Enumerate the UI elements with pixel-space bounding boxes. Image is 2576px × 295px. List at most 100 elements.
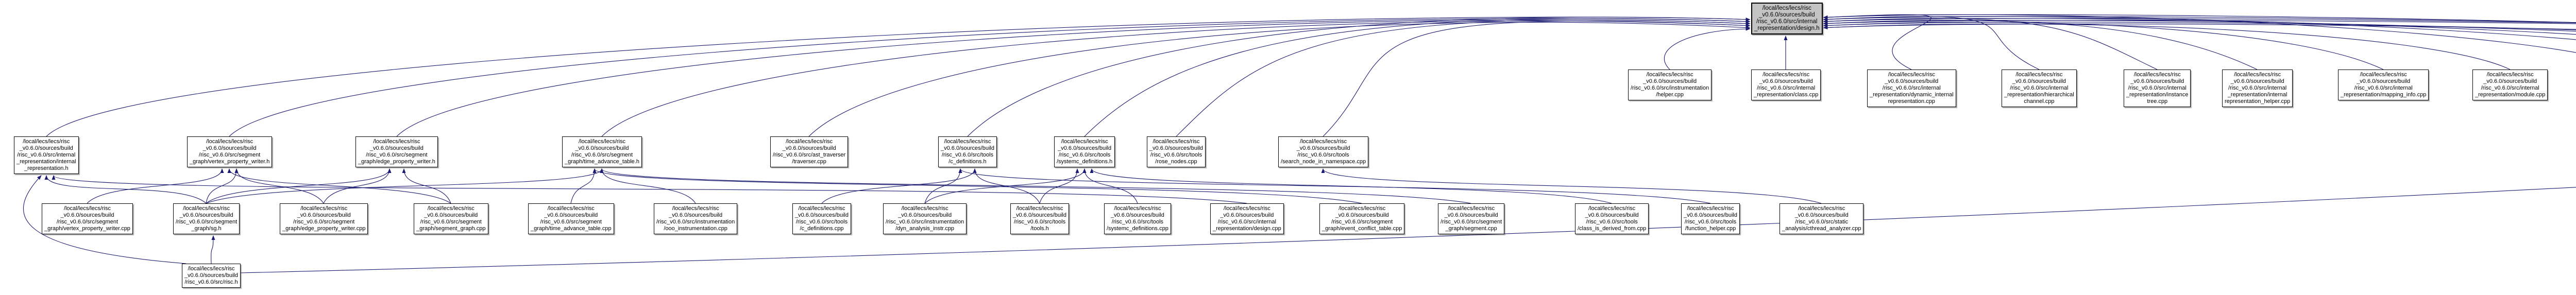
graph-node-hier-channel-cpp[interactable]: /local/lecs/lecs/risc_v0.6.0/sources/bui… [2002, 70, 2077, 107]
graph-node-sysc-def-cpp[interactable]: /local/lecs/lecs/risc_v0.6.0/sources/bui… [1104, 203, 1171, 234]
graph-node-class-deriv-cpp[interactable]: /local/lecs/lecs/risc_v0.6.0/sources/bui… [1575, 203, 1649, 234]
graph-node-label-line: /risc_v0.6.0/src/instrumentation [886, 219, 964, 225]
graph-node-sg-h[interactable]: /local/lecs/lecs/risc_v0.6.0/sources/bui… [173, 203, 240, 234]
graph-node-label-line: _v0.6.0/sources/build [1149, 145, 1203, 151]
graph-node-label-line: /local/lecs/lecs/risc [1646, 72, 1693, 78]
graph-node-vpw-cpp[interactable]: /local/lecs/lecs/risc_v0.6.0/sources/bui… [42, 203, 133, 234]
include-edge [44, 175, 207, 204]
include-edge [52, 175, 1247, 204]
graph-node-label-line: /risc_v0.6.0/src/segment [1331, 219, 1393, 225]
graph-node-label-line: /risc_v0.6.0/src/segment [199, 152, 261, 158]
graph-node-ir-helper-cpp[interactable]: /local/lecs/lecs/risc_v0.6.0/sources/bui… [2222, 70, 2293, 107]
graph-node-label-line: /class_is_derived_from.cpp [1578, 225, 1647, 232]
graph-node-rose-nodes-cpp[interactable]: /local/lecs/lecs/risc_v0.6.0/sources/bui… [1147, 136, 1206, 167]
graph-node-tools-h[interactable]: /local/lecs/lecs/risc_v0.6.0/sources/bui… [1010, 203, 1069, 234]
graph-node-cthread-cpp[interactable]: /local/lecs/lecs/risc_v0.6.0/sources/bui… [1780, 203, 1864, 234]
graph-node-label-line: /local/lecs/lecs/risc [2360, 72, 2407, 78]
graph-node-label-line: _v0.6.0/sources/build [1758, 12, 1815, 18]
graph-node-label-line: _v0.6.0/sources/build [202, 145, 257, 151]
graph-node-label-line: /local/lecs/lecs/risc [206, 138, 253, 145]
graph-node-label-line: _graph/edge_property_writer.h [358, 159, 435, 165]
graph-node-epw-cpp[interactable]: /local/lecs/lecs/risc_v0.6.0/sources/bui… [280, 203, 368, 234]
graph-node-module-cpp[interactable]: /local/lecs/lecs/risc_v0.6.0/sources/bui… [2472, 70, 2548, 100]
graph-node-label-line: _v0.6.0/sources/build [2483, 78, 2537, 84]
graph-node-label-line: /tools.h [1030, 225, 1049, 232]
graph-node-ooo-instr-cpp[interactable]: /local/lecs/lecs/risc_v0.6.0/sources/bui… [654, 203, 738, 234]
graph-node-label-line: _v0.6.0/sources/build [369, 145, 423, 151]
graph-node-search-node-cpp[interactable]: /local/lecs/lecs/risc_v0.6.0/sources/bui… [1278, 136, 1369, 167]
graph-node-label-line: _graph/segment.cpp [1445, 225, 1497, 232]
graph-node-label-line: /local/lecs/lecs/risc [2015, 72, 2063, 78]
graph-node-label-line: _representation/internal [2227, 92, 2287, 98]
graph-node-tat-h[interactable]: /local/lecs/lecs/risc_v0.6.0/sources/bui… [562, 136, 642, 167]
include-edge [46, 16, 1751, 137]
graph-node-label-line: representation.cpp [1888, 98, 1935, 105]
graph-node-class-cpp[interactable]: /local/lecs/lecs/risc_v0.6.0/sources/bui… [1751, 70, 1821, 100]
include-edge [1823, 18, 2576, 24]
graph-node-label-line: /risc_v0.6.0/src/segment [366, 152, 428, 158]
graph-node-label-line: /local/lecs/lecs/risc [578, 138, 626, 145]
graph-node-event-ct-cpp[interactable]: /local/lecs/lecs/risc_v0.6.0/sources/bui… [1319, 203, 1405, 234]
graph-node-label-line: /risc_v0.6.0/src/tools [1297, 152, 1349, 158]
graph-node-design-cpp[interactable]: /local/lecs/lecs/risc_v0.6.0/sources/bui… [1210, 203, 1284, 234]
graph-node-mapping-info-cpp[interactable]: /local/lecs/lecs/risc_v0.6.0/sources/bui… [2338, 70, 2429, 100]
graph-node-risc-h[interactable]: /local/lecs/lecs/risc_v0.6.0/sources/bui… [182, 264, 241, 288]
graph-node-helper-cpp[interactable]: /local/lecs/lecs/risc_v0.6.0/sources/bui… [1628, 70, 1712, 100]
graph-node-seg-graph-cpp[interactable]: /local/lecs/lecs/risc_v0.6.0/sources/bui… [414, 203, 488, 234]
graph-node-label-line: /local/lecs/lecs/risc [2486, 72, 2534, 78]
include-edge [1823, 20, 2258, 70]
graph-node-label-line: _graph/sg.h [191, 225, 222, 232]
graph-node-label-line: _v0.6.0/sources/build [1058, 145, 1112, 151]
graph-node-label-line: /local/lecs/lecs/risc [188, 266, 235, 272]
graph-node-label-line: _representation/internal [16, 159, 76, 165]
graph-node-label-line: /risc_v0.6.0/src/segment [1440, 219, 1502, 225]
graph-node-traverser-cpp[interactable]: /local/lecs/lecs/risc_v0.6.0/sources/bui… [770, 136, 849, 167]
graph-node-label-line: _v0.6.0/sources/build [1643, 78, 1697, 84]
graph-node-label-line: /ooo_instrumentation.cpp [664, 225, 727, 232]
graph-node-label-line: channel.cpp [2024, 98, 2055, 105]
graph-node-label-line: _v0.6.0/sources/build [1110, 212, 1164, 218]
include-edge [808, 22, 1751, 137]
graph-node-label-line: _graph/edge_property_writer.cpp [282, 225, 366, 232]
graph-node-label-line: /local/lecs/lecs/risc [1762, 72, 1810, 78]
graph-node-label-line: /risc_v0.6.0/src/internal [1756, 19, 1818, 25]
graph-node-instance-tree-cpp[interactable]: /local/lecs/lecs/risc_v0.6.0/sources/bui… [2124, 70, 2191, 107]
graph-node-label-line: /local/lecs/lecs/risc [23, 138, 70, 145]
graph-node-dyn-instr-cpp[interactable]: /local/lecs/lecs/risc_v0.6.0/sources/bui… [883, 203, 967, 234]
graph-node-label-line: /local/lecs/lecs/risc [1687, 205, 1734, 212]
include-edge [1039, 168, 1079, 204]
graph-node-label-line: /risc_v0.6.0/src/static [1795, 219, 1849, 225]
include-edge [211, 235, 215, 264]
graph-node-label-line: /c_definitions.cpp [800, 225, 844, 232]
graph-node-label-line: _v0.6.0/sources/build [1759, 78, 1813, 84]
graph-node-c-def-h[interactable]: /local/lecs/lecs/risc_v0.6.0/sources/bui… [938, 136, 997, 167]
graph-node-label-line: /risc_v0.6.0/src/internal [1217, 219, 1276, 225]
graph-node-label-line: _v0.6.0/sources/build [575, 145, 629, 151]
graph-node-label-line: /risc_v0.6.0/src/tools [1013, 219, 1066, 225]
graph-node-label-line: _v0.6.0/sources/build [782, 145, 836, 151]
graph-node-label-line: /local/lecs/lecs/risc [427, 205, 474, 212]
include-edge [1823, 20, 2576, 32]
graph-node-vpw-h[interactable]: /local/lecs/lecs/risc_v0.6.0/sources/bui… [187, 136, 273, 167]
graph-node-tat-cpp[interactable]: /local/lecs/lecs/risc_v0.6.0/sources/bui… [528, 203, 614, 234]
include-edge [240, 187, 2576, 273]
graph-node-label-line: /risc_v0.6.0/src/tools [941, 152, 994, 158]
graph-node-sysc-def-h[interactable]: /local/lecs/lecs/risc_v0.6.0/sources/bui… [1054, 136, 1115, 167]
graph-node-label-line: /risc_v0.6.0/src/tools [1058, 152, 1111, 158]
graph-node-label-line: /local/lecs/lecs/risc [1448, 205, 1495, 212]
graph-node-label-line: _representation/hierarchical [2004, 92, 2074, 98]
graph-node-segment-cpp[interactable]: /local/lecs/lecs/risc_v0.6.0/sources/bui… [1438, 203, 1505, 234]
graph-node-label-line: /search_node_in_namespace.cpp [1281, 159, 1366, 165]
graph-node-dynamic-ir-cpp[interactable]: /local/lecs/lecs/risc_v0.6.0/sources/bui… [1867, 70, 1956, 107]
graph-node-label-line: _representation.h [24, 165, 69, 171]
include-edge [1664, 27, 1751, 70]
include-edge [1321, 168, 1822, 204]
graph-node-c-def-cpp[interactable]: /local/lecs/lecs/risc_v0.6.0/sources/bui… [792, 203, 851, 234]
graph-node-label-line: /dyn_analysis_instr.cpp [895, 225, 954, 232]
graph-node-epw-h[interactable]: /local/lecs/lecs/risc_v0.6.0/sources/bui… [355, 136, 438, 167]
graph-node-ir-h[interactable]: /local/lecs/lecs/risc_v0.6.0/sources/bui… [14, 136, 79, 174]
include-edge [821, 168, 977, 204]
include-edge [1823, 22, 2576, 30]
graph-node-func-helper-cpp[interactable]: /local/lecs/lecs/risc_v0.6.0/sources/bui… [1681, 203, 1740, 234]
graph-node-design-h[interactable]: /local/lecs/lecs/risc_v0.6.0/sources/bui… [1751, 3, 1823, 34]
